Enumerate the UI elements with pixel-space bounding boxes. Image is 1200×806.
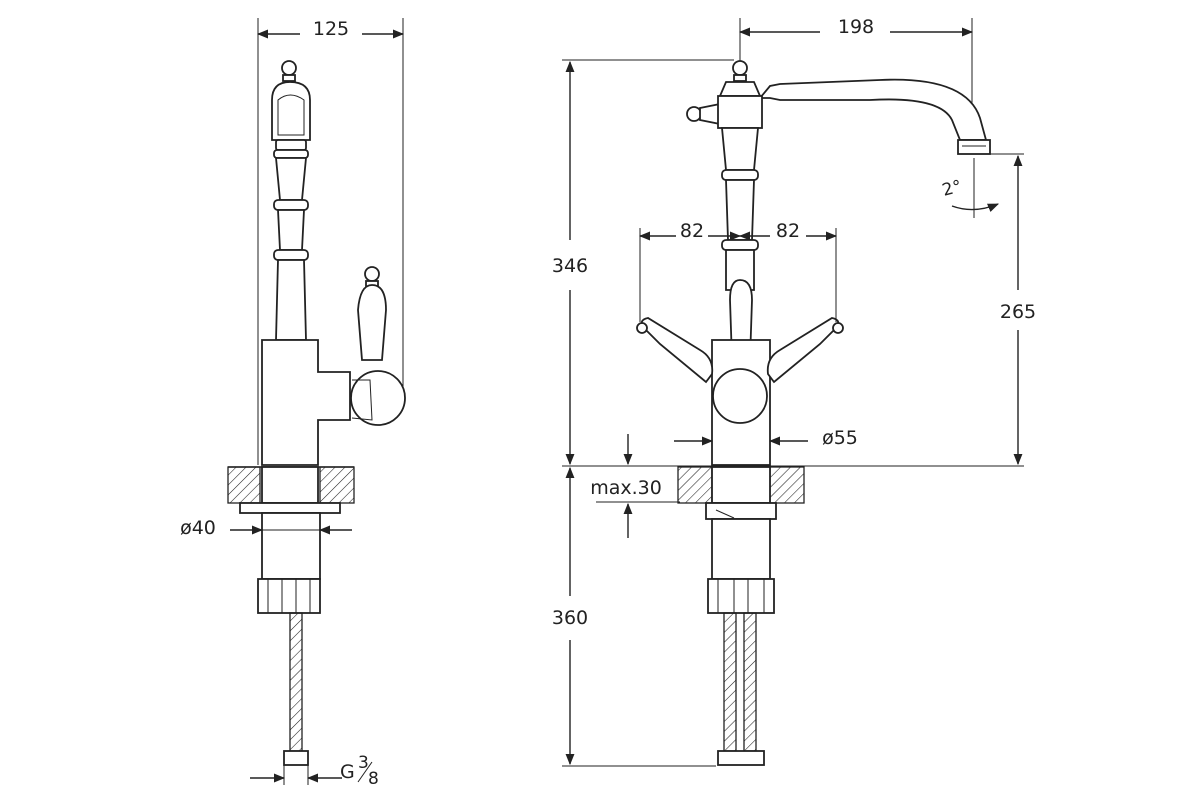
spout-height-label: 265	[1000, 301, 1036, 323]
deck-thickness-label: max.30	[590, 477, 662, 499]
side-width-label: 125	[313, 18, 349, 40]
body-diameter-label: ø55	[822, 427, 858, 449]
connection-fraction-num: 3	[358, 753, 369, 773]
connection-fraction-den: 8	[368, 769, 379, 789]
connection-label: G	[340, 761, 355, 783]
side-view: 125	[180, 18, 406, 789]
total-height-label: 346	[552, 255, 588, 277]
left-handle-label: 82	[680, 220, 704, 242]
base-diameter-label: ø40	[180, 517, 216, 539]
front-view: 198 82 82	[552, 16, 1036, 767]
reach-label: 198	[838, 16, 874, 38]
swivel-angle-label: 2°	[940, 177, 964, 201]
right-handle-label: 82	[776, 220, 800, 242]
hose-length-label: 360	[552, 607, 588, 629]
